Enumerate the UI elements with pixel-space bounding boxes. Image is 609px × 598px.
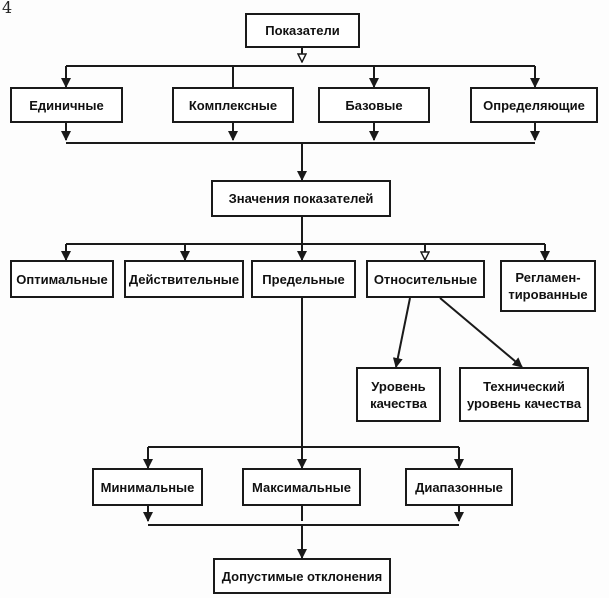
- node-range: Диапазонные: [405, 468, 513, 506]
- arrow-to-tech-quality-level: [439, 297, 523, 368]
- node-limit: Предельные: [251, 260, 356, 298]
- node-defining: Определяющие: [470, 87, 598, 123]
- node-regulated: Регламен- тированные: [500, 260, 596, 312]
- node-unit: Единичные: [10, 87, 123, 123]
- node-tolerances: Допустимые отклонения: [213, 558, 391, 594]
- node-optimal: Оптимальные: [10, 260, 114, 298]
- node-maximal: Максимальные: [242, 468, 361, 506]
- node-base: Базовые: [318, 87, 430, 123]
- node-indicator-values: Значения показателей: [211, 180, 391, 217]
- node-actual: Действительные: [124, 260, 244, 298]
- node-indicators: Показатели: [245, 13, 360, 48]
- arrow-to-quality-level: [392, 297, 411, 368]
- node-complex: Комплексные: [172, 87, 294, 123]
- node-quality-level: Уровень качества: [356, 367, 441, 422]
- node-tech-quality-level: Технический уровень качества: [459, 367, 589, 422]
- page-mark: 4: [2, 0, 13, 17]
- node-minimal: Минимальные: [92, 468, 203, 506]
- node-relative: Относительные: [366, 260, 485, 298]
